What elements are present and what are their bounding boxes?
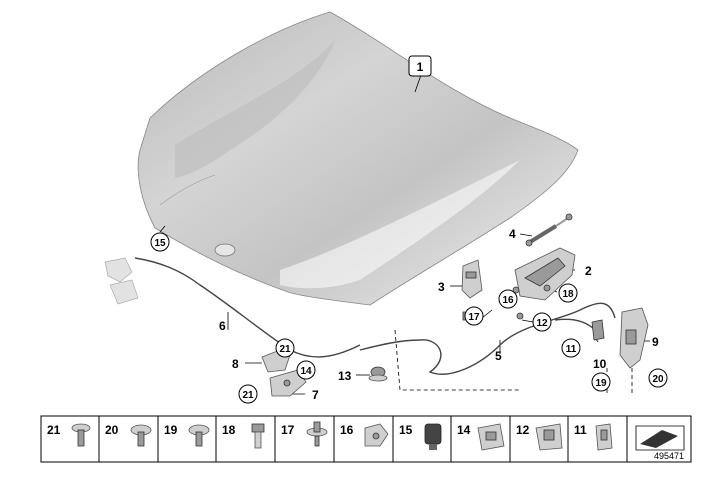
callout-21-top-label: 21 <box>279 344 291 355</box>
legend-label-14: 14 <box>457 423 471 437</box>
bowden-cable-rear <box>359 302 616 375</box>
callout-3[interactable]: 3 <box>438 280 445 294</box>
hood-panel <box>137 11 579 306</box>
callout-10[interactable]: 10 <box>593 357 607 371</box>
callout-5[interactable]: 5 <box>495 349 502 363</box>
callout-9[interactable]: 9 <box>652 335 659 349</box>
legend-cell-21[interactable]: 21 <box>47 423 91 447</box>
callout-14-label: 14 <box>300 366 312 377</box>
callout-12[interactable]: 12 <box>532 312 552 332</box>
grommet <box>368 366 388 382</box>
callout-17[interactable]: 17 <box>464 306 484 326</box>
legend-label-15: 15 <box>399 423 413 437</box>
legend-cell-19[interactable]: 19 <box>164 423 210 447</box>
legend-cell-14[interactable]: 14 <box>457 423 505 451</box>
legend-label-12: 12 <box>516 423 530 437</box>
legend-label-18: 18 <box>222 423 236 437</box>
callout-6[interactable]: 6 <box>219 319 226 333</box>
lock-clip <box>591 319 605 341</box>
callout-21-bottom[interactable]: 21 <box>238 384 258 404</box>
callout-18[interactable]: 18 <box>558 283 578 303</box>
drawing-code: 495471 <box>654 451 684 461</box>
callout-1[interactable]: 1 <box>408 55 432 77</box>
callout-21-bottom-label: 21 <box>242 390 254 401</box>
legend-cell-16[interactable]: 16 <box>340 423 389 447</box>
callout-4[interactable]: 4 <box>509 227 516 241</box>
legend-cell-12[interactable]: 12 <box>516 423 563 451</box>
callout-11[interactable]: 11 <box>561 338 581 358</box>
legend-label-17: 17 <box>281 423 295 437</box>
safety-catch <box>104 257 139 305</box>
parts-legend: 21 20 19 18 17 16 <box>40 415 692 463</box>
legend-cell-18[interactable]: 18 <box>222 423 265 449</box>
callout-8[interactable]: 8 <box>232 357 239 371</box>
callout-20-label: 20 <box>652 374 664 385</box>
bowden-cable-front <box>134 257 361 358</box>
callout-18-label: 18 <box>562 289 574 300</box>
legend-label-19: 19 <box>164 423 178 437</box>
callout-12-label: 12 <box>536 318 548 329</box>
callout-19[interactable]: 19 <box>591 372 611 392</box>
callout-1-label: 1 <box>417 60 424 74</box>
legend-cell-15[interactable]: 15 <box>399 423 442 450</box>
callout-20[interactable]: 20 <box>648 368 668 388</box>
callout-14[interactable]: 14 <box>296 360 316 380</box>
callout-15-label: 15 <box>154 238 166 249</box>
gas-strut <box>525 213 573 247</box>
legend-cell-17[interactable]: 17 <box>281 421 328 447</box>
callout-19-label: 19 <box>595 378 607 389</box>
callout-13[interactable]: 13 <box>338 369 352 383</box>
legend-label-21: 21 <box>47 423 61 437</box>
hinge-bracket <box>461 259 483 299</box>
legend-cell-11[interactable]: 11 <box>574 423 613 451</box>
callout-21-top[interactable]: 21 <box>275 338 295 358</box>
hood-hinge <box>514 247 576 301</box>
legend-cell-symbol: 495471 <box>635 425 685 461</box>
callout-16[interactable]: 16 <box>498 289 518 309</box>
legend-label-11: 11 <box>574 423 587 437</box>
callout-2[interactable]: 2 <box>585 264 592 278</box>
legend-label-20: 20 <box>105 423 119 437</box>
hood-lock <box>619 307 649 369</box>
callout-16-label: 16 <box>502 295 514 306</box>
callout-15[interactable]: 15 <box>150 232 170 252</box>
callout-7[interactable]: 7 <box>312 388 319 402</box>
legend-cell-20[interactable]: 20 <box>105 423 152 447</box>
legend-label-16: 16 <box>340 423 354 437</box>
callout-17-label: 17 <box>468 312 480 323</box>
callout-11-label: 11 <box>566 344 577 355</box>
